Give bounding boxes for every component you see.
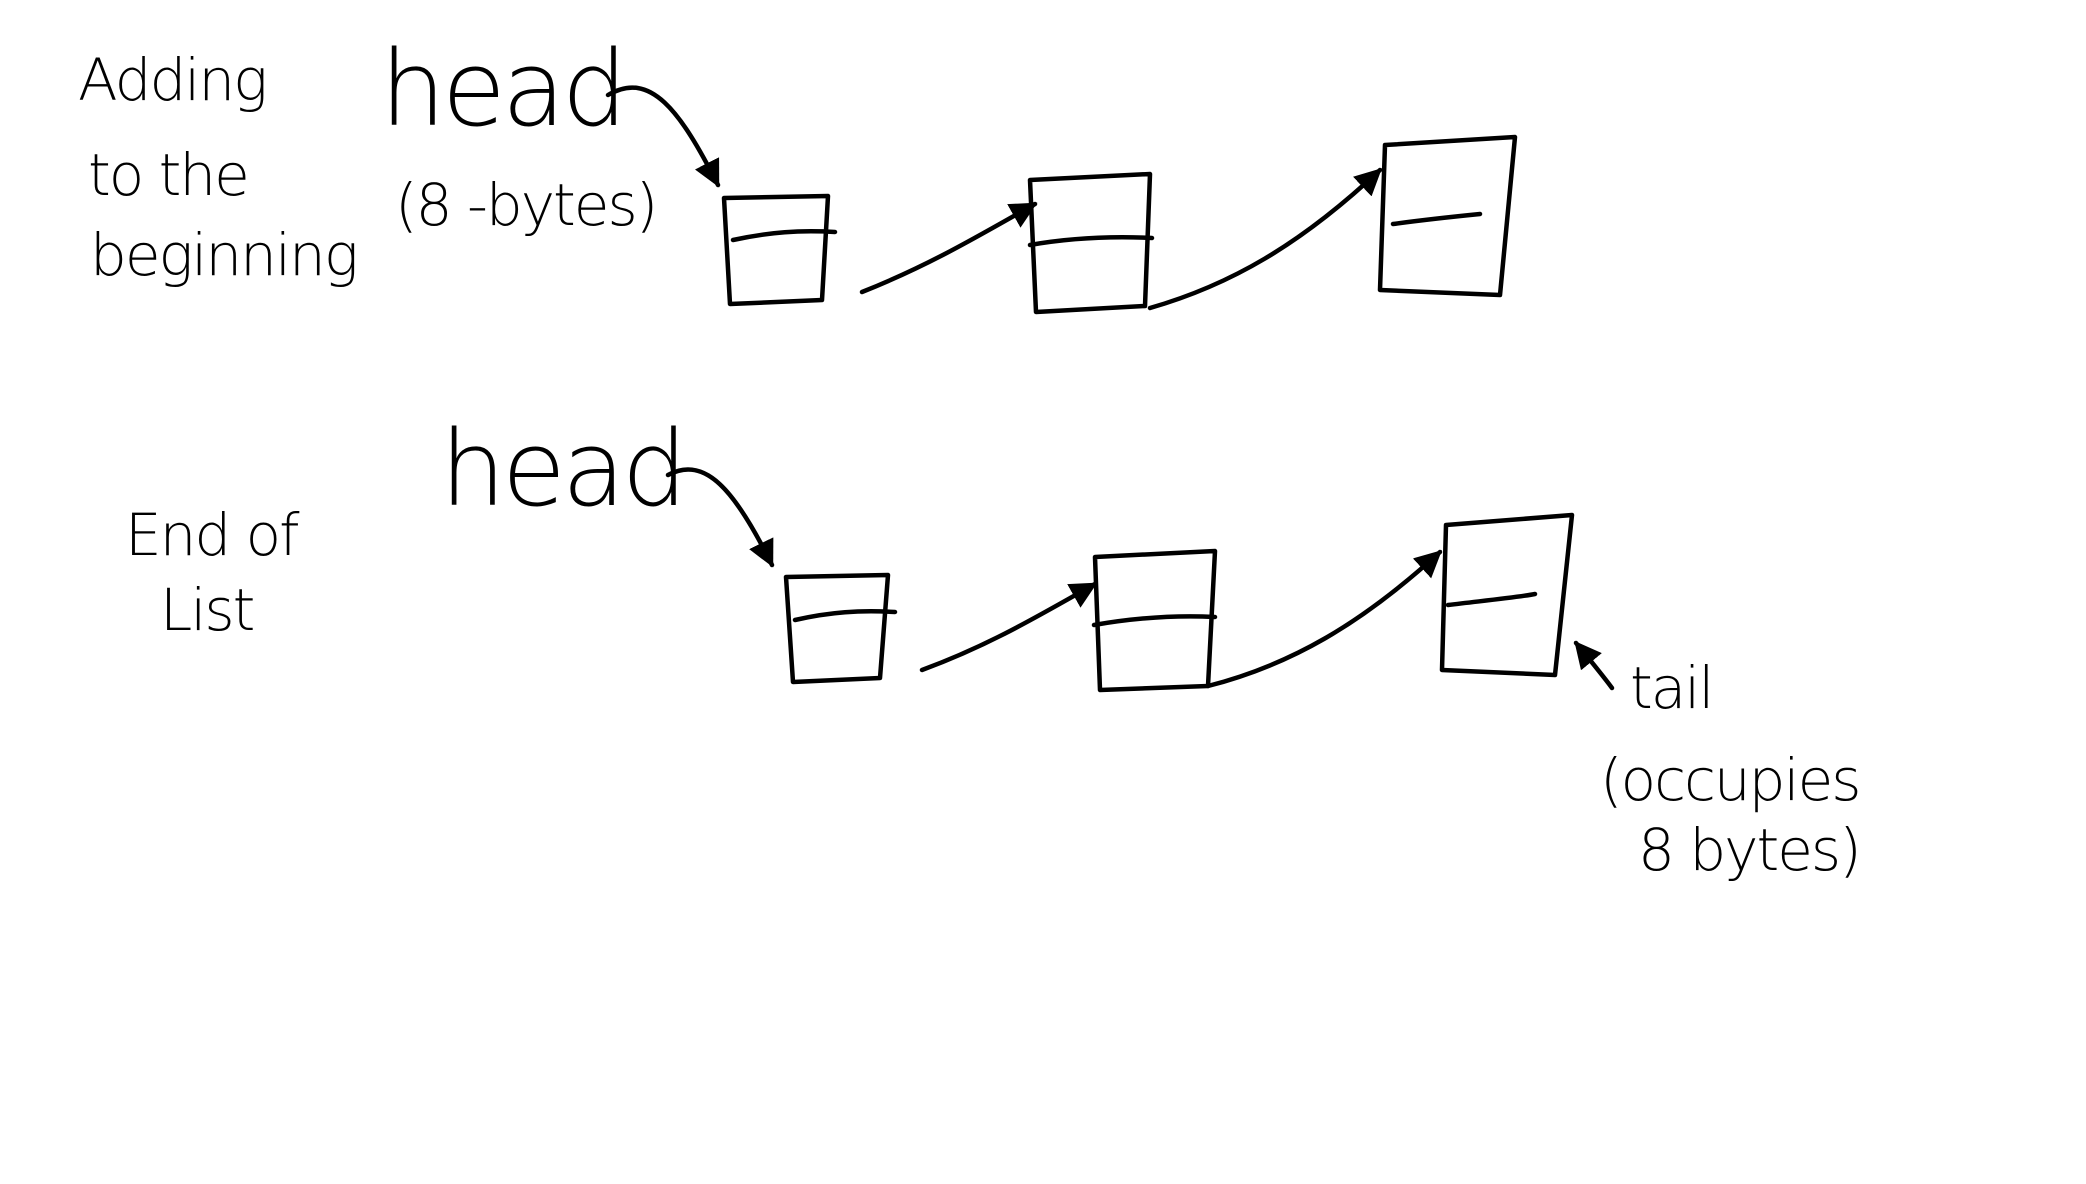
section-title-line-1: End of: [125, 501, 300, 569]
head-label: head: [380, 28, 624, 150]
head-label: head: [440, 408, 684, 530]
section-title-line-2: to the: [88, 141, 248, 209]
section-title-line-3: beginning: [90, 221, 357, 289]
list-node: [1439, 512, 1575, 678]
node-divider: [1091, 614, 1218, 628]
next-pointer-arrow: [1147, 167, 1383, 311]
next-pointer-arrow: [1205, 549, 1443, 689]
section-title-line-2: List: [160, 576, 254, 644]
node-divider: [1027, 235, 1155, 248]
section-title: End of List: [125, 501, 302, 644]
tail-size-note: (occupies 8 bytes): [1600, 746, 1862, 884]
list-node: [1091, 548, 1218, 693]
head-pointer-arrow: [605, 85, 721, 188]
tail-size-note-line-1: (occupies: [1600, 746, 1859, 814]
list-node: [721, 193, 838, 307]
section-title: Adding to the beginning: [78, 46, 359, 289]
section-title-line-1: Adding: [78, 46, 266, 114]
section-end-of-list: End of List head tail (occupies: [125, 408, 1862, 884]
node-divider: [792, 609, 898, 623]
next-pointer-arrow: [919, 581, 1098, 673]
list-node: [1377, 134, 1518, 298]
tail-label: tail: [1630, 654, 1713, 722]
head-pointer-arrow: [665, 467, 775, 568]
next-pointer-arrow: [859, 201, 1038, 295]
tail-pointer-arrow: [1573, 640, 1615, 691]
node-divider: [1445, 591, 1538, 608]
list-node: [783, 572, 898, 685]
node-divider: [730, 229, 838, 243]
section-add-to-beginning: Adding to the beginning head (8 -bytes): [78, 28, 1518, 315]
tail-size-note-line-2: 8 bytes): [1638, 816, 1860, 884]
list-node: [1027, 171, 1155, 315]
head-size-note: (8 -bytes): [395, 171, 656, 239]
node-divider: [1390, 211, 1483, 227]
